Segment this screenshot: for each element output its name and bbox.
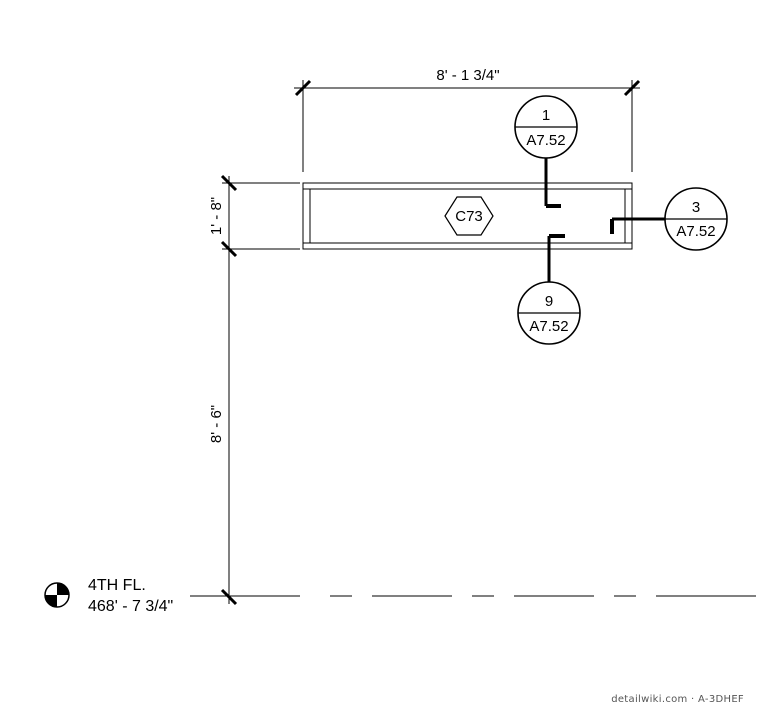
section-callout-9[interactable]: 9 A7.52	[517, 234, 581, 345]
hexagon-tag	[444, 196, 494, 236]
level-elevation: 468' - 7 3/4"	[88, 598, 173, 615]
level-datum-icon	[44, 582, 70, 608]
callout-3-number: 3	[692, 199, 700, 216]
section-callout-1[interactable]: 1 A7.52	[514, 95, 578, 208]
elevation-span-dimension-label: 8' - 6"	[208, 405, 225, 443]
height-dimension-label: 1' - 8"	[208, 197, 225, 235]
height-dimension	[220, 174, 300, 606]
level-name: 4TH FL.	[88, 577, 146, 594]
callout-3-sheet: A7.52	[676, 223, 715, 240]
callout-9-number: 9	[545, 293, 553, 310]
callout-1-number: 1	[542, 107, 550, 124]
callout-9-sheet: A7.52	[529, 318, 568, 335]
credit-text: detailwiki.com · A-3DHEF	[611, 694, 744, 705]
callout-1-sheet: A7.52	[526, 132, 565, 149]
section-callout-3[interactable]: 3 A7.52	[610, 187, 728, 251]
width-dimension-label: 8' - 1 3/4"	[436, 67, 499, 84]
element-tag-label: C73	[455, 208, 483, 225]
beam-section	[302, 182, 633, 250]
width-dimension	[294, 79, 641, 172]
